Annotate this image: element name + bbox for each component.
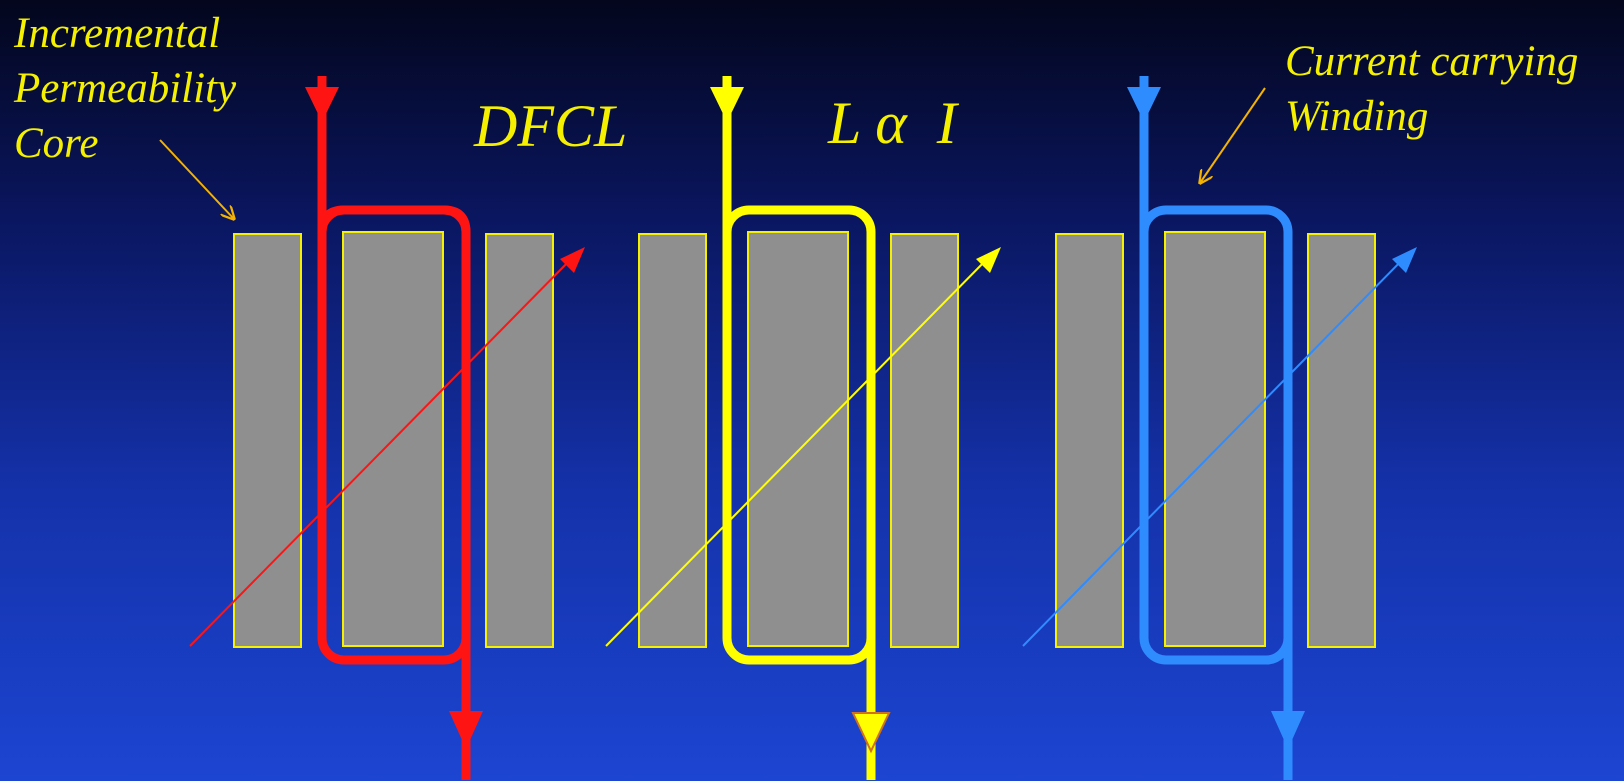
core-label-line3: Core xyxy=(14,120,99,167)
variable-arrow-yellow xyxy=(605,255,991,647)
unit-red xyxy=(189,76,585,780)
arrowhead-red-bottom xyxy=(449,711,483,749)
core-limb-left xyxy=(638,233,707,648)
core-label: Incremental Permeability Core xyxy=(14,6,236,171)
relation-formula: L α I xyxy=(828,90,957,156)
arrowhead-red-top xyxy=(305,87,339,122)
core-limb-right xyxy=(1307,233,1376,648)
arrowhead-yellow-top xyxy=(710,87,744,122)
core-label-line2: Permeability xyxy=(14,65,237,112)
winding-loop-yellow xyxy=(722,205,876,665)
winding-label-line1: Current carrying xyxy=(1285,38,1579,85)
variable-arrowhead-blue xyxy=(1392,247,1417,273)
core-limb-left xyxy=(1055,233,1124,648)
winding-loop-blue xyxy=(1139,205,1293,665)
arrowhead-yellow-bottom xyxy=(851,712,891,754)
core-limb-right xyxy=(485,233,554,648)
variable-arrowhead-red xyxy=(560,247,585,273)
winding-loop-red xyxy=(317,205,471,665)
core-limb-left xyxy=(233,233,302,648)
unit-blue xyxy=(1022,76,1417,780)
device-title: DFCL xyxy=(474,93,628,159)
winding-label-line2: Winding xyxy=(1285,93,1429,140)
winding-label: Current carrying Winding xyxy=(1285,34,1578,144)
core-label-line1: Incremental xyxy=(14,10,221,57)
core-limb-center xyxy=(1164,231,1266,647)
unit-yellow xyxy=(605,76,1001,780)
arrowhead-blue-bottom xyxy=(1271,711,1305,749)
core-limb-center xyxy=(747,231,849,647)
core-pointer-arrow xyxy=(159,139,234,219)
arrowhead-blue-top xyxy=(1127,87,1161,122)
core-limb-right xyxy=(890,233,959,648)
variable-arrow-blue xyxy=(1022,255,1407,647)
variable-arrowhead-yellow xyxy=(976,247,1001,273)
winding-pointer-arrow xyxy=(1200,87,1266,183)
variable-arrow-red xyxy=(189,255,575,647)
